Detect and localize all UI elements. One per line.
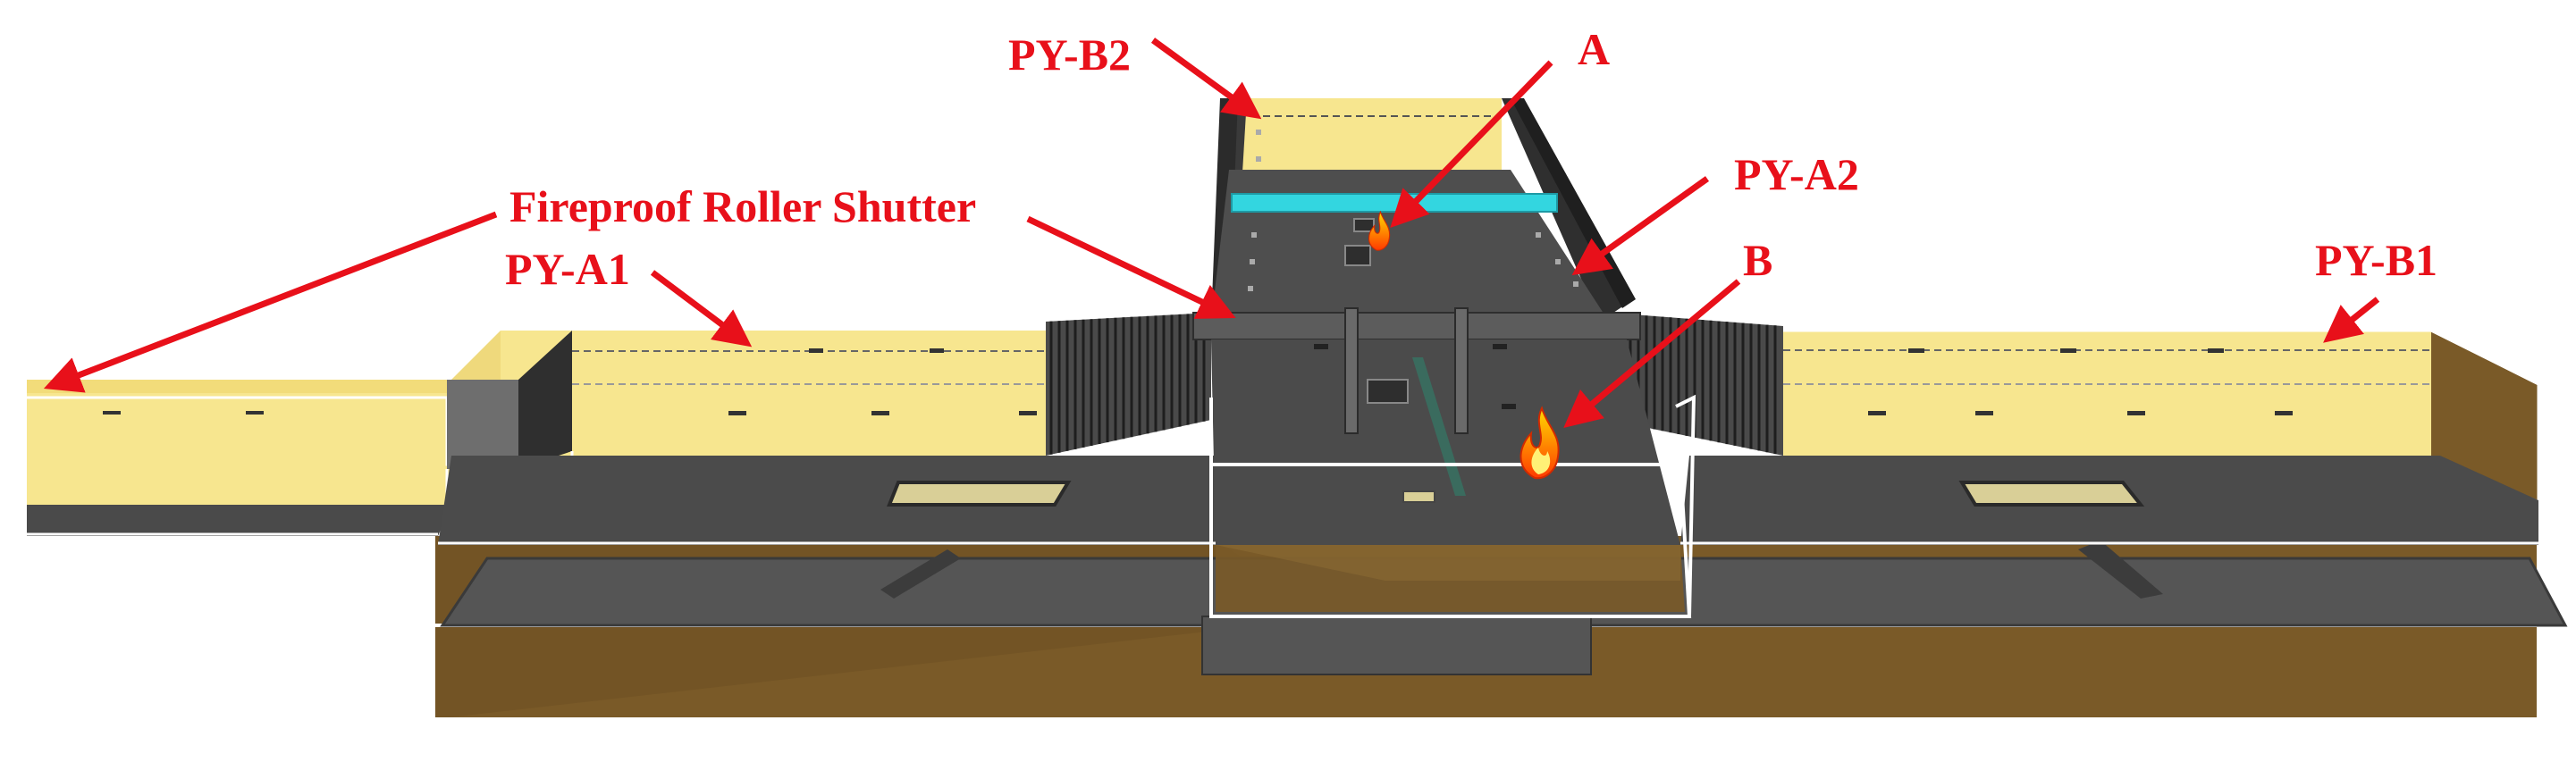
fire-inner <box>1531 448 1551 474</box>
arrow-py-a2 <box>1571 176 1710 276</box>
wall-mark <box>1251 232 1257 238</box>
arrow-py-a1 <box>650 270 753 348</box>
smoke-layer-left-corridor-top <box>27 380 451 393</box>
vent-bar-cyan <box>1231 193 1558 213</box>
central-column <box>1344 307 1359 434</box>
arrow-py-b2 <box>1150 38 1262 120</box>
floor-mark <box>1502 404 1516 409</box>
stair-tower-left-front <box>447 380 518 469</box>
vent-slot <box>2275 411 2293 415</box>
roller-shutter-left-ribs <box>1049 313 1206 455</box>
smoke-zone-py-a1 <box>501 331 1046 456</box>
arrow-fire-a <box>1390 60 1553 229</box>
wall-mark <box>1256 156 1261 162</box>
roller-shutter-left-body <box>1046 313 1211 456</box>
arrow-fire-b <box>1563 279 1741 428</box>
annotation-arrows <box>43 38 2380 428</box>
vent-slot <box>871 411 889 415</box>
vent-slot <box>2208 348 2224 353</box>
smoke-zone-py-b2 <box>1238 98 1502 170</box>
central-beam <box>1192 312 1641 340</box>
smoke-layer-left-corridor <box>27 380 451 505</box>
central-pit-block <box>1201 616 1592 675</box>
wall-mark <box>1250 259 1255 264</box>
wall-mark <box>1256 130 1261 135</box>
right-section <box>1680 329 2540 545</box>
tower-opening <box>1344 245 1371 266</box>
vent-slot <box>1908 348 1924 353</box>
lower-stair-right <box>2078 540 2163 599</box>
tower-opening-top <box>1353 218 1375 232</box>
label-py-a2: PY-A2 <box>1734 149 1859 199</box>
lower-stair-left <box>880 549 961 599</box>
central-column <box>1454 307 1469 434</box>
roller-shutter-left <box>1046 313 1211 456</box>
stair-opening-right <box>1958 481 2145 507</box>
left-section <box>27 331 1216 545</box>
vent-slot <box>103 411 121 415</box>
wall-mark <box>1573 281 1578 287</box>
vent-slot <box>246 411 264 415</box>
vent-slot <box>2060 348 2076 353</box>
label-py-a1: PY-A1 <box>505 244 630 294</box>
arrow-fireproof-roller-shutter-left <box>43 211 498 393</box>
vent-slot <box>1868 411 1886 415</box>
smoke-zone-py-b1 <box>1783 331 2431 456</box>
concourse-floor-left <box>438 456 1216 545</box>
annotation-labels: Fireproof Roller Shutter PY-A1 PY-B2 A P… <box>505 24 2437 294</box>
label-py-b2: PY-B2 <box>1008 29 1131 80</box>
vent-slot <box>809 348 823 353</box>
label-fire-b: B <box>1743 235 1772 285</box>
label-fire-a: A <box>1578 24 1610 74</box>
arrow-fireproof-roller-shutter-right <box>1026 215 1236 319</box>
vent-slot <box>2127 411 2145 415</box>
fire-icon <box>1368 210 1391 251</box>
label-fireproof-roller-shutter: Fireproof Roller Shutter <box>509 181 976 231</box>
wall-mark <box>1555 259 1561 264</box>
arrow-py-b1 <box>2323 297 2380 343</box>
vent-slot <box>930 348 944 353</box>
right-box-outline <box>1675 394 1696 618</box>
vent-slot <box>728 411 746 415</box>
left-corridor-floor <box>27 505 451 536</box>
central-stair <box>1412 357 1466 496</box>
fire-icon-b <box>1520 406 1560 480</box>
vent-slot <box>1975 411 1993 415</box>
vent-slot <box>1019 411 1037 415</box>
smoke-zone-py-b1-right-wall <box>2431 331 2538 500</box>
central-opening-low <box>1402 490 1435 503</box>
label-py-b1: PY-B1 <box>2315 235 2437 285</box>
central-tower <box>1211 98 1636 322</box>
floor-mark <box>1314 344 1328 349</box>
fire-icon-a <box>1368 210 1391 251</box>
smoke-zone-py-b1-outline <box>1783 329 2540 500</box>
central-opening <box>1367 379 1409 404</box>
stair-tower-left-side <box>518 331 572 469</box>
pit-inner-shade <box>1216 545 1680 581</box>
stair-opening-left <box>887 481 1072 507</box>
wall-mark <box>1536 232 1541 238</box>
floor-mark <box>1493 344 1507 349</box>
wall-mark <box>1248 286 1253 291</box>
